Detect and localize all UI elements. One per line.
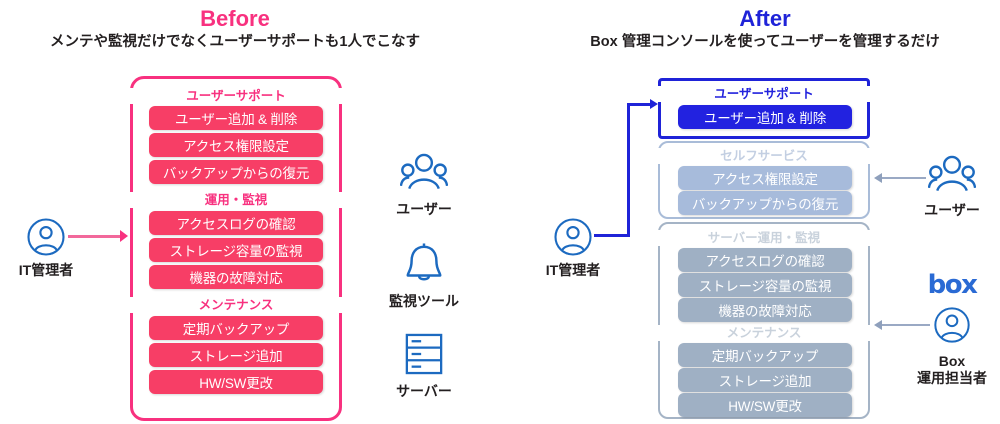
asset-icon-tile-users (397, 145, 451, 199)
person-circle-icon (26, 217, 65, 256)
users-group-icon (400, 153, 448, 190)
after-group-caption-maintenance: メンテナンス (658, 325, 870, 341)
after-task-pill: アクセスログの確認 (678, 248, 852, 272)
after-right-actor-label-users: ユーザー (924, 202, 980, 218)
after-right-actor-label-box-line2: 運用担当者 (917, 370, 987, 386)
asset-label-server: サーバー (396, 383, 452, 399)
before-task-pill: HW/SW更改 (149, 370, 323, 394)
asset-icon-tile-server (400, 330, 448, 378)
before-task-pill: ストレージ追加 (149, 343, 323, 367)
after-task-pill: ユーザー追加 & 削除 (678, 105, 852, 129)
after-users-connector-line (882, 177, 926, 179)
person-circle-icon (934, 307, 970, 343)
after-subtitle-text: Box 管理コンソールを使ってユーザーを管理するだけ (590, 34, 940, 50)
after-actor-icon-tile (549, 213, 596, 260)
after-box-admin-connector-line (882, 324, 930, 326)
server-rack-icon (405, 333, 443, 375)
before-task-pill: アクセスログの確認 (149, 211, 323, 235)
after-box-admin-connector-arrowhead (874, 320, 882, 330)
before-subtitle: メンテや監視だけでなくユーザーサポートも1人でこなす (0, 32, 470, 52)
before-actor-label: IT管理者 (18, 262, 74, 278)
before-connector-arrowhead (120, 230, 128, 242)
after-right-actor-icon-tile-box-admin (929, 302, 975, 348)
before-group-caption-operation-monitoring: 運用・監視 (130, 192, 342, 208)
before-task-pill: ユーザー追加 & 削除 (149, 106, 323, 130)
after-group-caption-user-support: ユーザーサポート (658, 86, 870, 102)
before-group-caption-user-support: ユーザーサポート (130, 88, 342, 104)
after-connector-seg-vertical (627, 103, 630, 237)
after-users-connector-arrowhead (874, 173, 882, 183)
users-group-icon (928, 155, 976, 192)
before-subtitle-text: メンテや監視だけでなくユーザーサポートも1人でこなす (50, 34, 420, 50)
after-group-caption-server-operation: サーバー運用・監視 (658, 230, 870, 246)
person-circle-icon (553, 217, 592, 256)
before-task-pill: 機器の故障対応 (149, 265, 323, 289)
before-task-pill: アクセス権限設定 (149, 133, 323, 157)
asset-label-users: ユーザー (396, 201, 452, 217)
after-right-actor-label-box-line1: Box (938, 353, 966, 369)
asset-icon-tile-monitoring (400, 240, 448, 288)
asset-label-monitoring: 監視ツール (389, 293, 459, 309)
before-connector-line (68, 235, 121, 238)
after-task-pill: バックアップからの復元 (678, 191, 852, 215)
after-actor-label: IT管理者 (545, 262, 601, 278)
before-task-pill: ストレージ容量の監視 (149, 238, 323, 262)
before-title: Before (0, 6, 470, 32)
after-title: After (530, 6, 1000, 32)
after-right-actor-icon-tile-users (925, 148, 979, 200)
after-title-text: After (739, 6, 791, 31)
bell-icon (406, 243, 442, 281)
after-task-pill: 定期バックアップ (678, 343, 852, 367)
after-task-pill: HW/SW更改 (678, 393, 852, 417)
before-task-pill: 定期バックアップ (149, 316, 323, 340)
after-task-pill: ストレージ追加 (678, 368, 852, 392)
after-task-pill: アクセス権限設定 (678, 166, 852, 190)
box-logo: box (927, 270, 978, 300)
after-subtitle: Box 管理コンソールを使ってユーザーを管理するだけ (530, 32, 1000, 52)
after-connector-seg-horizontal-upper (627, 103, 652, 106)
before-title-text: Before (200, 6, 270, 31)
after-connector-seg-horizontal-lower (594, 234, 630, 237)
before-group-caption-maintenance: メンテナンス (130, 297, 342, 313)
before-actor-icon-tile (22, 213, 69, 260)
after-task-pill: 機器の故障対応 (678, 298, 852, 322)
before-task-pill: バックアップからの復元 (149, 160, 323, 184)
after-connector-arrowhead (650, 99, 658, 109)
after-group-caption-self-service: セルフサービス (658, 148, 870, 164)
after-task-pill: ストレージ容量の監視 (678, 273, 852, 297)
